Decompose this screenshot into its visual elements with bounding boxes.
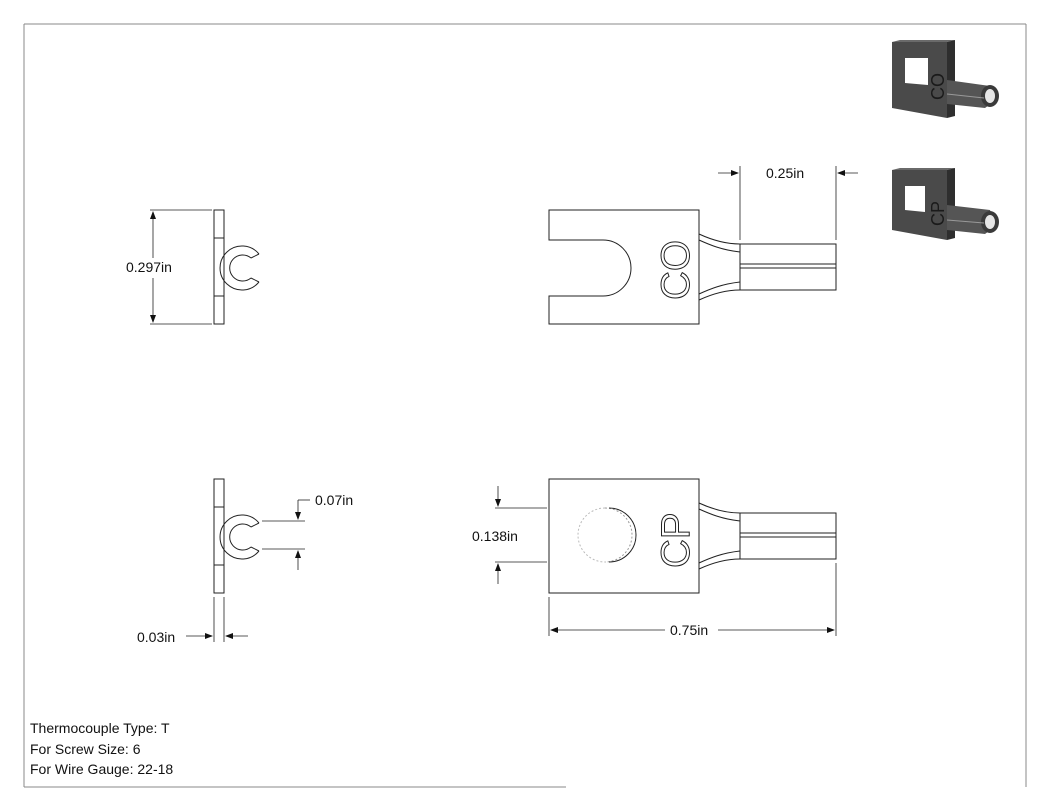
notes-block: Thermocouple Type: T For Screw Size: 6 F…: [30, 718, 173, 780]
dim-lead-length: [718, 166, 858, 240]
side-view-top: [213, 209, 260, 325]
iso-marking-co: CO: [928, 73, 948, 100]
note-thermocouple-type: Thermocouple Type: T: [30, 720, 170, 736]
dim-overall-length-label: 0.75in: [670, 622, 708, 638]
dim-height-label: 0.297in: [126, 259, 172, 275]
dim-height: [150, 209, 212, 325]
dim-thickness-label: 0.03in: [137, 629, 175, 645]
side-view-bottom: [213, 478, 260, 594]
slot-hidden-arc: [608, 507, 637, 563]
marking-cp: CP: [654, 512, 698, 568]
dim-slot-width: [495, 486, 547, 584]
front-view-bottom: [548, 478, 837, 594]
dim-overall-length: [548, 563, 837, 636]
dim-thickness: [186, 597, 248, 642]
iso-marking-cp: CP: [928, 201, 948, 226]
iso-render-co: CO: [892, 40, 999, 118]
front-view-top: [548, 209, 837, 325]
dim-slot-gap-label: 0.07in: [315, 492, 353, 508]
dim-slot-width-label: 0.138in: [472, 528, 518, 544]
marking-co: CO: [654, 240, 698, 300]
note-screw-size: For Screw Size: 6: [30, 740, 141, 757]
dim-lead-length-label: 0.25in: [766, 165, 804, 181]
note-wire-gauge: For Wire Gauge: 22-18: [30, 761, 174, 777]
sheet-border: [23, 23, 1027, 788]
dim-slot-gap: [262, 499, 310, 570]
iso-render-cp: CP: [892, 168, 999, 240]
